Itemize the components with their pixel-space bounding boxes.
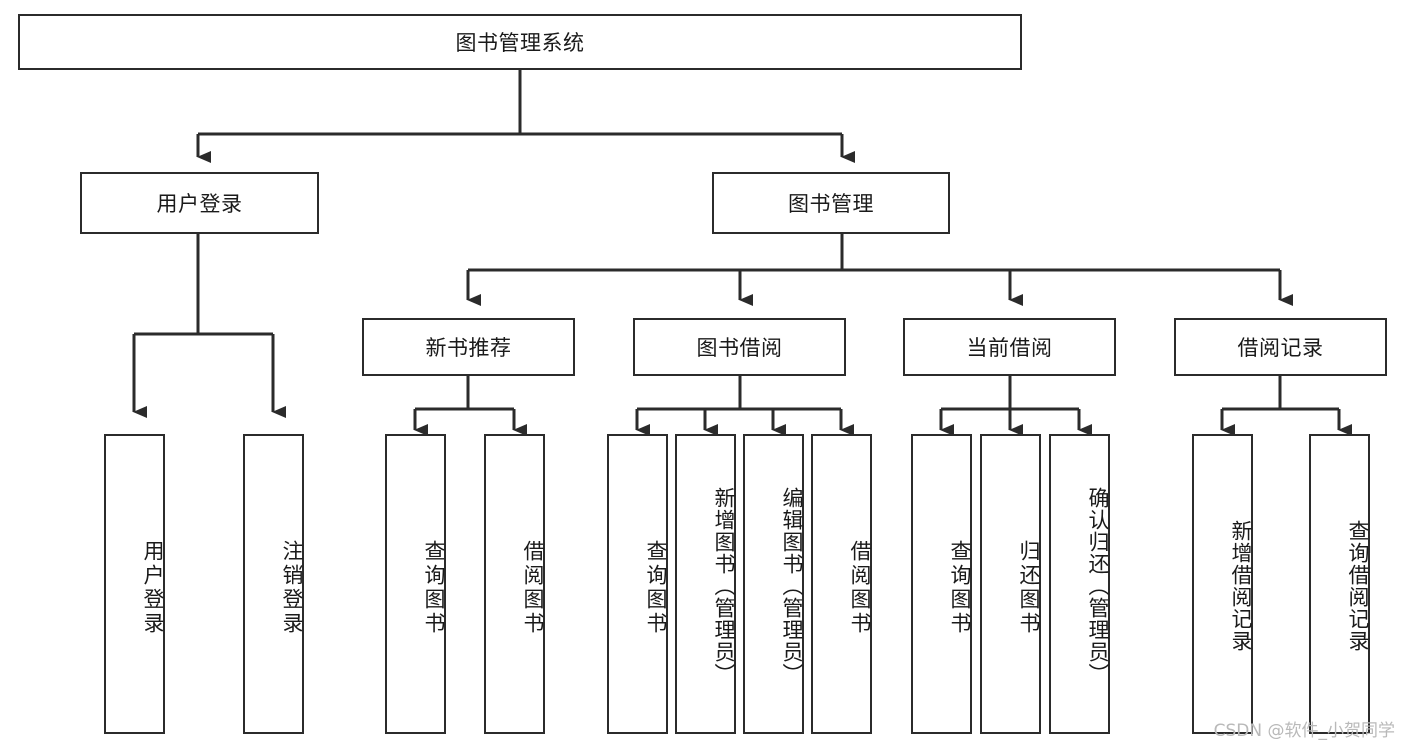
node-label: 图书管理系统 bbox=[455, 31, 585, 55]
node-leaf-query-borrow-record[interactable]: 查询借阅记录 bbox=[1309, 434, 1370, 734]
node-label: 用户登录 bbox=[156, 192, 243, 216]
node-label: 注销登录 bbox=[280, 540, 304, 636]
node-label: 图书管理 bbox=[788, 192, 874, 216]
node-leaf-query-book-borrow[interactable]: 查询图书 bbox=[607, 434, 668, 734]
node-label: 借阅图书 bbox=[848, 540, 872, 636]
node-label: 借阅图书 bbox=[521, 540, 545, 636]
node-leaf-add-book-admin[interactable]: 新增图书（管理员） bbox=[675, 434, 736, 734]
watermark-csdn: CSDN @软件_小贺同学 bbox=[1213, 721, 1395, 741]
node-label: 新书推荐 bbox=[425, 336, 512, 360]
node-label: 确认归还（管理员） bbox=[1086, 487, 1110, 685]
node-label: 查询图书 bbox=[422, 540, 446, 636]
node-label: 归还图书 bbox=[1017, 540, 1041, 636]
node-new-book-recommend[interactable]: 新书推荐 bbox=[362, 318, 575, 376]
node-label: 新增借阅记录 bbox=[1229, 520, 1253, 652]
node-current-borrow[interactable]: 当前借阅 bbox=[903, 318, 1116, 376]
node-book-management[interactable]: 图书管理 bbox=[712, 172, 950, 234]
node-leaf-borrow-book[interactable]: 借阅图书 bbox=[811, 434, 872, 734]
node-leaf-query-book-current[interactable]: 查询图书 bbox=[911, 434, 972, 734]
node-label: 查询借阅记录 bbox=[1346, 520, 1370, 652]
node-leaf-query-book-recommend[interactable]: 查询图书 bbox=[385, 434, 446, 734]
node-label: 新增图书（管理员） bbox=[712, 487, 736, 685]
node-label: 查询图书 bbox=[948, 540, 972, 636]
node-leaf-borrow-book-recommend[interactable]: 借阅图书 bbox=[484, 434, 545, 734]
node-borrow-records[interactable]: 借阅记录 bbox=[1174, 318, 1387, 376]
node-leaf-user-login[interactable]: 用户登录 bbox=[104, 434, 165, 734]
node-label: 当前借阅 bbox=[966, 336, 1053, 360]
node-label: 用户登录 bbox=[141, 540, 165, 636]
node-leaf-return-book[interactable]: 归还图书 bbox=[980, 434, 1041, 734]
node-leaf-confirm-return-admin[interactable]: 确认归还（管理员） bbox=[1049, 434, 1110, 734]
node-label: 借阅记录 bbox=[1237, 336, 1324, 360]
node-leaf-edit-book-admin[interactable]: 编辑图书（管理员） bbox=[743, 434, 804, 734]
node-user-login[interactable]: 用户登录 bbox=[80, 172, 319, 234]
node-label: 查询图书 bbox=[644, 540, 668, 636]
node-leaf-logout-login[interactable]: 注销登录 bbox=[243, 434, 304, 734]
node-book-borrow[interactable]: 图书借阅 bbox=[633, 318, 846, 376]
node-leaf-add-borrow-record[interactable]: 新增借阅记录 bbox=[1192, 434, 1253, 734]
node-label: 图书借阅 bbox=[696, 336, 783, 360]
node-label: 编辑图书（管理员） bbox=[780, 487, 804, 685]
node-root-book-management-system[interactable]: 图书管理系统 bbox=[18, 14, 1022, 70]
